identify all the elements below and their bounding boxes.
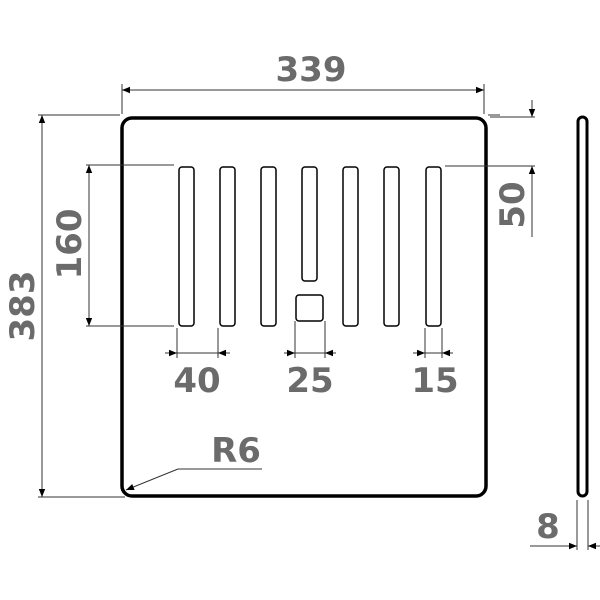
square-hole [295,294,324,322]
slot-7 [425,166,442,327]
radius-leader [125,468,179,491]
slot-6 [383,166,400,327]
label-slot-length: 160 [50,209,90,280]
label-thickness: 8 [536,507,560,547]
label-slot-top-offset: 50 [493,181,533,228]
slot-2 [219,166,236,327]
slots [178,166,442,327]
side-profile [576,115,589,498]
label-slot-width: 15 [411,361,458,401]
slot-1 [178,166,195,327]
slot-3 [260,166,277,327]
slot-5 [342,166,359,327]
label-overall-width: 339 [276,50,347,90]
label-corner-radius: R6 [211,431,261,471]
slot-4-short [301,166,318,282]
label-overall-height: 383 [3,271,43,342]
plate-outline [120,116,488,498]
label-slot-pitch: 40 [173,361,220,401]
label-square-hole-width: 25 [286,361,333,401]
